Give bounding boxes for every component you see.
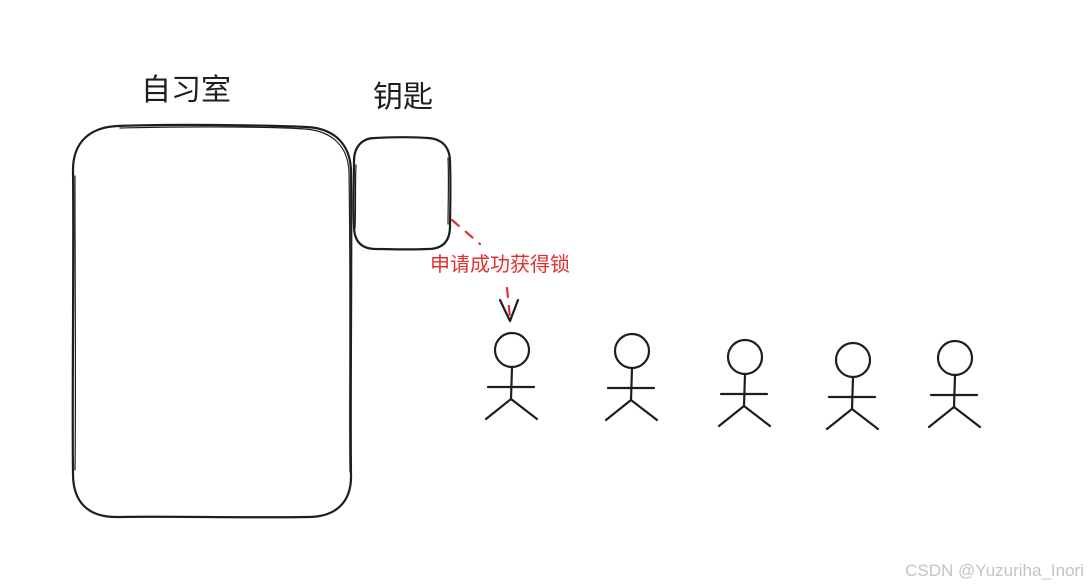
study-room-box-overstroke [74,126,351,473]
person-head [936,339,974,377]
person-head [834,341,872,379]
dashed-line-lower [505,286,512,320]
person-figure [604,332,659,422]
person-body [927,373,982,429]
person-body [825,375,880,431]
key-box [352,136,452,251]
dashed-line-upper [450,218,482,246]
acquire-lock-text: 申请成功获得锁 [430,252,570,276]
person-body [604,366,659,422]
key-box-overstroke [354,157,450,229]
person-head [613,332,651,370]
person-body [717,372,772,428]
person-figure [927,339,982,429]
study-room-box [71,123,353,519]
person-figure [484,331,539,421]
people-queue [484,331,982,431]
acquire-lock-annotation: 申请成功获得锁 [430,218,570,323]
study-room-group: 自习室 [71,73,353,519]
person-head [493,331,531,369]
person-figure [825,341,880,431]
person-body [484,365,539,421]
key-group: 钥匙 [352,80,452,251]
study-room-label: 自习室 [141,73,231,108]
person-figure [717,338,772,428]
arrow-head-icon [498,298,520,323]
watermark: CSDN @Yuzuriha_Inori [905,561,1084,580]
person-head [726,338,764,376]
key-label: 钥匙 [373,80,433,115]
